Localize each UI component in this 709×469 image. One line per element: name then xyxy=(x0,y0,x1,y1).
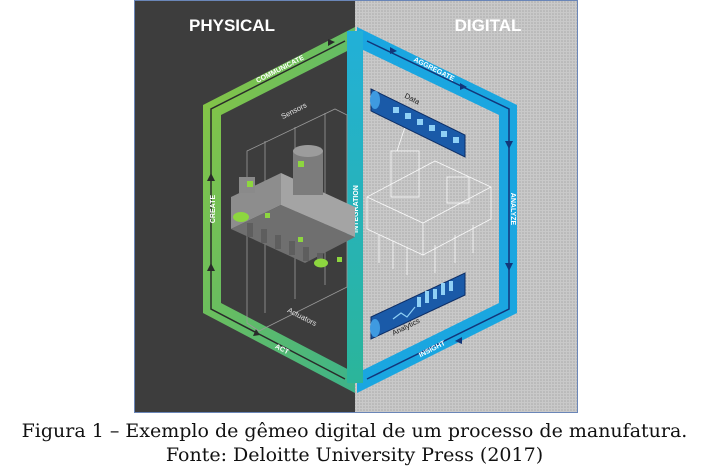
physical-title: PHYSICAL xyxy=(189,16,275,35)
digital-twin-diagram: PHYSICAL DIGITAL COMMUNICATE AGGREGATE A… xyxy=(135,1,577,412)
digital-background xyxy=(355,1,577,412)
label-integration: INTEGRATION xyxy=(353,185,360,233)
arrow-icon xyxy=(455,337,462,344)
analytics-panel xyxy=(370,272,466,340)
arrow-icon xyxy=(505,141,513,149)
arrow-icon xyxy=(460,83,467,90)
left-flow-line xyxy=(210,40,346,380)
digital-wireframe xyxy=(366,120,492,275)
label-analyze: ANALYZE xyxy=(509,193,516,226)
label-create: CREATE xyxy=(210,195,217,224)
arrow-icon xyxy=(328,39,335,46)
figure-caption: Figura 1 – Exemplo de gêmeo digital de u… xyxy=(21,420,688,442)
arrow-icon xyxy=(207,263,215,271)
arrow-icon xyxy=(207,173,215,181)
arrow-icon xyxy=(253,329,260,336)
arrow-icon xyxy=(390,47,397,54)
sensor-markers xyxy=(233,161,342,268)
arrow-icon xyxy=(505,263,513,271)
figure: PHYSICAL DIGITAL COMMUNICATE AGGREGATE A… xyxy=(134,0,578,413)
data-panel xyxy=(370,88,466,158)
digital-title: DIGITAL xyxy=(455,16,522,35)
right-flow-line xyxy=(366,40,510,380)
figure-source: Fonte: Deloitte University Press (2017) xyxy=(165,444,544,466)
